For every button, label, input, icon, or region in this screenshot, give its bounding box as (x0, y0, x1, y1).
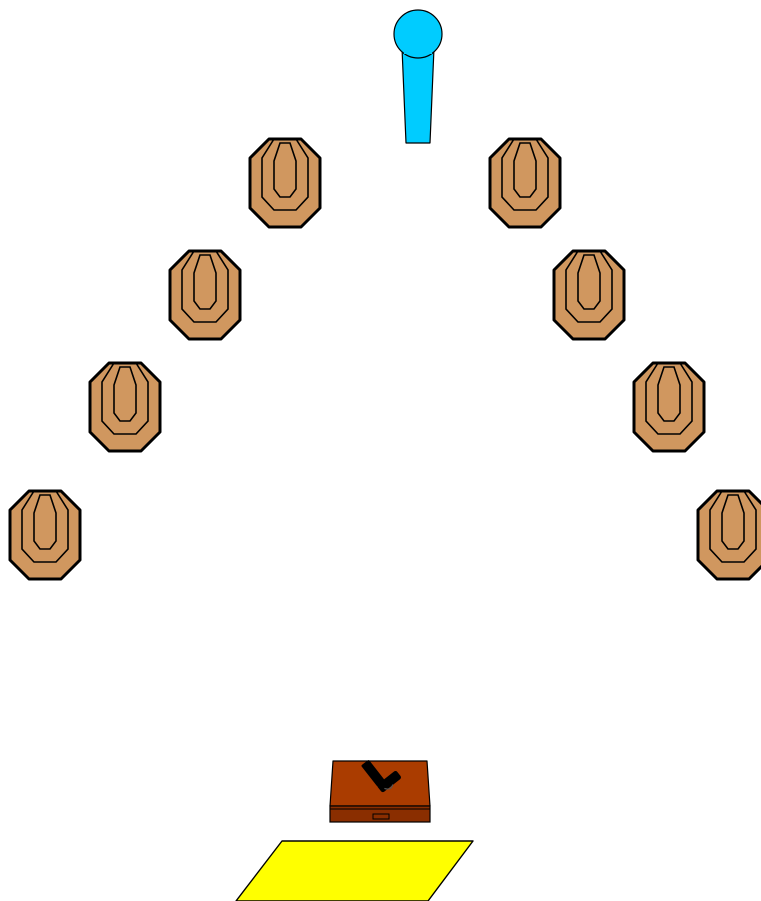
target-right-3-icon (634, 363, 704, 451)
target-right-2-icon (554, 251, 624, 339)
shooting-box-icon (236, 841, 473, 901)
popper-target-icon (394, 10, 442, 143)
target-left-2-icon (170, 251, 240, 339)
target-left-3-icon (90, 363, 160, 451)
target-right-1-icon (490, 139, 560, 227)
gun-case-icon (330, 761, 430, 822)
target-left-4-icon (10, 491, 80, 579)
target-left-1-icon (250, 139, 320, 227)
targets-layer (10, 139, 761, 579)
target-right-4-icon (698, 491, 761, 579)
